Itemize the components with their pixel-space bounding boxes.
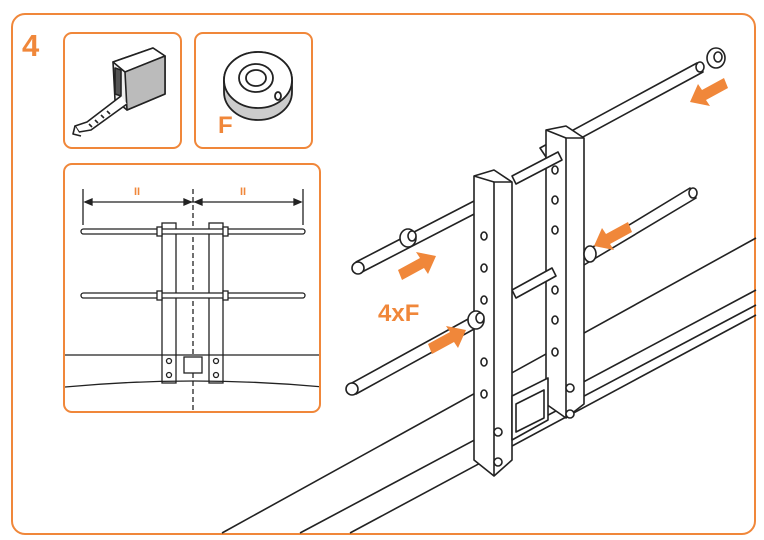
tape-measure-icon bbox=[72, 47, 166, 137]
part-letter: F bbox=[218, 112, 233, 139]
step-number: 4 bbox=[22, 28, 40, 63]
measurement-detail-panel bbox=[63, 163, 321, 413]
part-panel bbox=[194, 32, 313, 149]
insert-arrow-icon bbox=[398, 78, 728, 354]
quantity-label: 4xF bbox=[378, 300, 420, 327]
shaft-collar-icon bbox=[223, 51, 293, 121]
detail-drawing bbox=[65, 189, 319, 411]
dimension-mark-left: II bbox=[134, 186, 141, 198]
step-frame bbox=[11, 13, 756, 535]
dimension-mark-right: II bbox=[240, 186, 247, 198]
tool-panel bbox=[63, 32, 182, 149]
